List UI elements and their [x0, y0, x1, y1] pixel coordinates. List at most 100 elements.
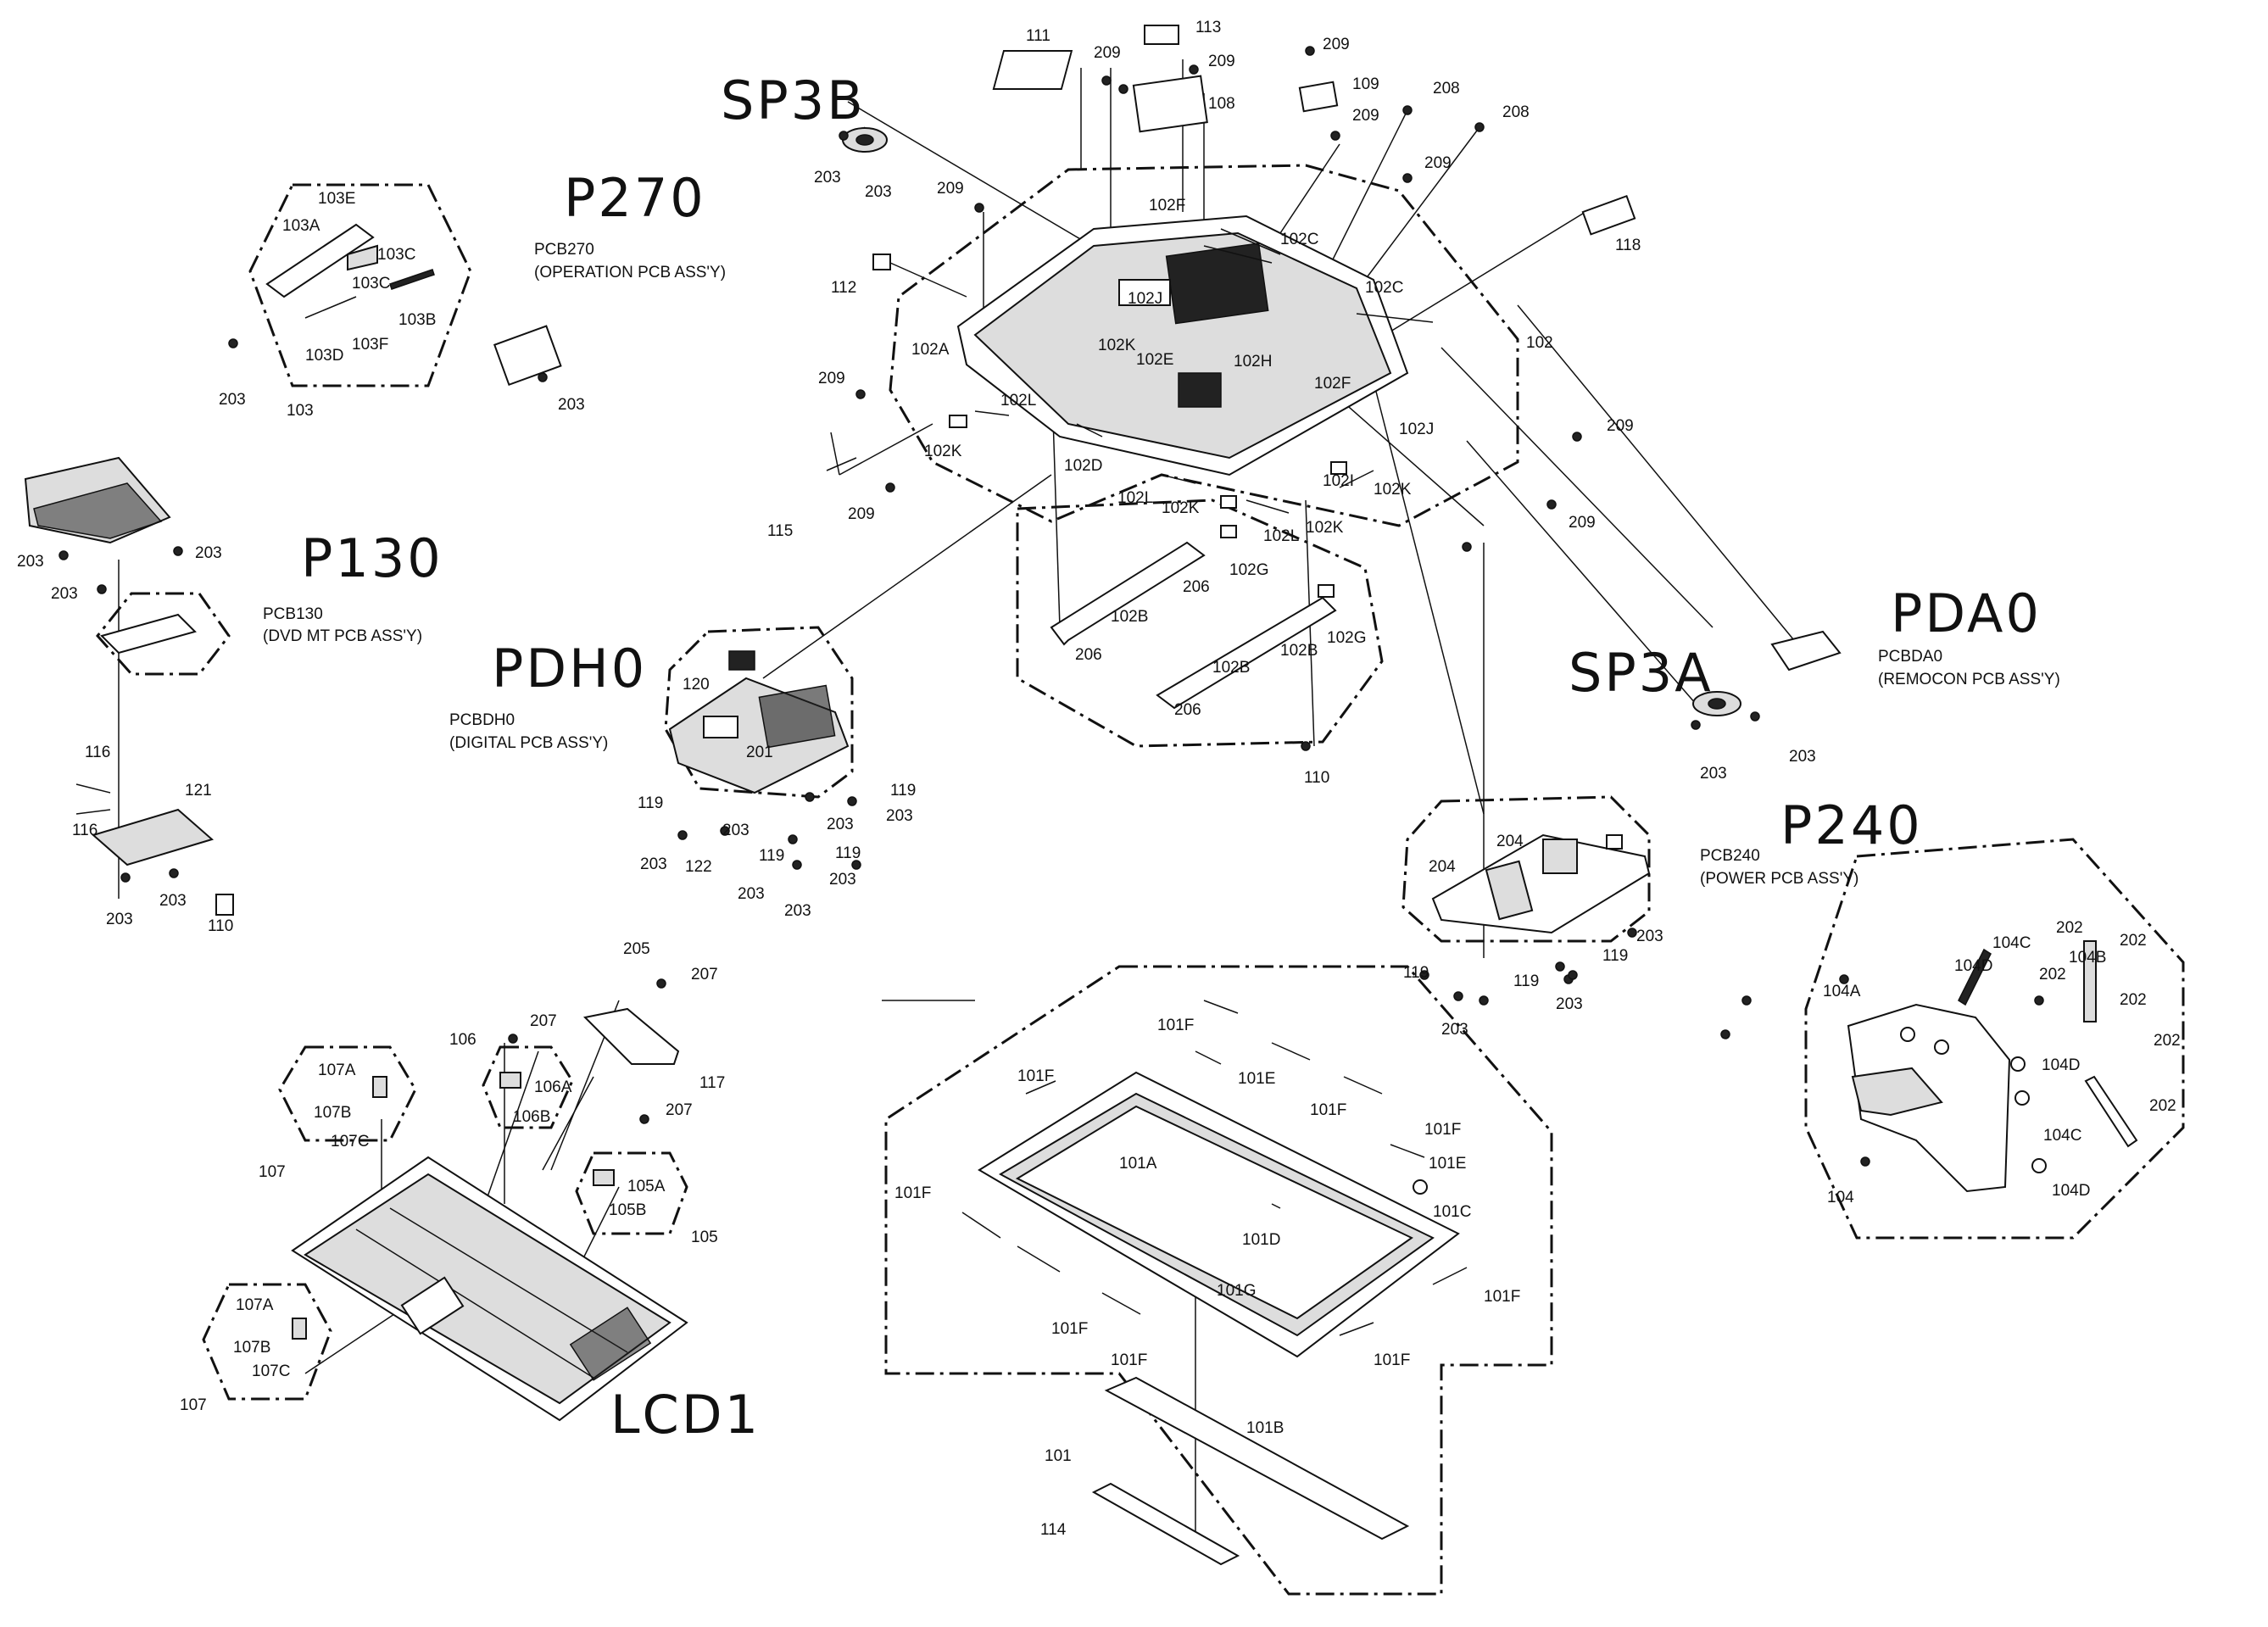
part-number: 203 — [829, 871, 856, 889]
part-number: 201 — [746, 744, 773, 761]
group-outline-digital-pcb — [664, 626, 854, 799]
part-number: 203 — [738, 885, 765, 903]
part-number: 102K — [924, 443, 962, 460]
part-number: 102 — [1526, 334, 1553, 352]
part-number: 208 — [1502, 103, 1530, 121]
part-number: 101D — [1242, 1231, 1280, 1249]
part-number: 202 — [2039, 966, 2066, 983]
part-number: 209 — [848, 505, 875, 523]
bracket-117 — [582, 1007, 680, 1065]
speaker-sp3a — [1692, 691, 1741, 716]
bracket-105 — [593, 1169, 615, 1186]
part-number: 203 — [219, 391, 246, 409]
pcb-name: (DVD MT PCB ASS'Y) — [263, 627, 422, 645]
part-number: 203 — [1700, 765, 1727, 783]
part-number: 113 — [1195, 19, 1221, 36]
pcb-code: PCB240 — [1700, 847, 1760, 865]
part-number: 209 — [1352, 107, 1379, 125]
part-number: 111 — [1026, 27, 1050, 45]
handwritten-label: PDH0 — [492, 638, 647, 699]
part-number: 102L — [1000, 392, 1036, 410]
handwritten-label: LCD1 — [610, 1384, 761, 1446]
part-number: 118 — [1615, 237, 1641, 254]
part-number: 102L — [1263, 527, 1299, 545]
part-number: 209 — [1424, 154, 1452, 172]
part-number: 209 — [937, 180, 964, 198]
group-outline-bezel-stand — [1804, 838, 2185, 1240]
back-cover-assembly — [826, 25, 1636, 514]
part-number: 203 — [886, 807, 913, 825]
part-number: 203 — [1789, 748, 1816, 766]
part-number: 103F — [352, 336, 388, 354]
part-number: 119 — [835, 844, 861, 862]
part-number: 203 — [784, 902, 811, 920]
part-number: 203 — [106, 911, 133, 928]
part-number: 209 — [1569, 514, 1596, 532]
part-number: 101E — [1238, 1070, 1275, 1088]
part-number: 203 — [159, 892, 187, 910]
pcb-name: (POWER PCB ASS'Y) — [1700, 870, 1858, 888]
part-number: 102B — [1280, 642, 1318, 660]
part-number: 119 — [638, 794, 663, 812]
part-number: 203 — [51, 585, 78, 603]
handwritten-label: PDA0 — [1891, 582, 2042, 644]
part-number: 107 — [259, 1163, 286, 1181]
part-number: 103C — [352, 275, 390, 293]
part-number: 103A — [282, 217, 320, 235]
part-number: 103C — [377, 246, 415, 264]
part-number: 209 — [1094, 44, 1121, 62]
pcb-code: PCB130 — [263, 605, 323, 623]
part-number: 101F — [1017, 1067, 1054, 1085]
part-number: 102K — [1162, 499, 1200, 517]
power-pcb-p240 — [1431, 833, 1651, 934]
pcb-code: PCBDH0 — [449, 711, 515, 729]
part-number: 101C — [1433, 1203, 1471, 1221]
part-number: 103D — [305, 347, 343, 365]
part-number: 116 — [85, 744, 110, 761]
part-number: 102F — [1314, 375, 1351, 393]
part-number: 117 — [699, 1074, 725, 1092]
part-number: 102J — [1399, 421, 1434, 438]
part-number: 206 — [1075, 646, 1102, 664]
group-outline-back-cover — [889, 164, 1519, 527]
part-number: 102E — [1136, 351, 1173, 369]
part-number: 101F — [894, 1184, 931, 1202]
group-outline-105 — [575, 1151, 688, 1235]
handwritten-label: SP3B — [721, 70, 866, 131]
group-outline-front-frame — [884, 965, 1553, 1596]
group-outline-power-pcb — [1401, 795, 1651, 943]
part-number: 120 — [683, 676, 710, 694]
part-number: 203 — [17, 553, 44, 571]
part-number: 102A — [911, 341, 950, 359]
labels: SP3B P270 P130 PDH0 PDA0 SP3A P240 LCD1 … — [17, 19, 2181, 1539]
group-outline-106 — [482, 1045, 574, 1129]
part-number: 107 — [180, 1396, 207, 1414]
part-number: 103E — [318, 190, 355, 208]
lcd-panel-lcd1 — [291, 1156, 688, 1422]
part-number: 121 — [185, 782, 212, 800]
part-number: 101F — [1111, 1351, 1147, 1369]
part-number: 209 — [1607, 417, 1634, 435]
part-number: 204 — [1429, 858, 1456, 876]
part-number: 203 — [1556, 995, 1583, 1013]
pcb-name: (REMOCON PCB ASS'Y) — [1878, 671, 2060, 688]
part-number: 203 — [865, 183, 892, 201]
group-outline-107-top — [278, 1045, 417, 1142]
part-number: 107C — [331, 1133, 369, 1151]
operation-pcb-p270 — [265, 223, 562, 387]
part-number: 105 — [691, 1229, 718, 1246]
part-number: 202 — [2120, 932, 2147, 950]
part-number: 104C — [2043, 1127, 2081, 1145]
part-number: 104A — [1823, 983, 1861, 1000]
part-number: 107A — [318, 1061, 356, 1079]
part-number: 203 — [814, 169, 841, 187]
stand-base-104 — [1847, 940, 2138, 1193]
part-number: 102C — [1365, 279, 1403, 297]
part-number: 104D — [2052, 1182, 2090, 1200]
part-number: 101B — [1246, 1419, 1284, 1437]
pcb-code: PCB270 — [534, 241, 594, 259]
part-number: 104D — [2042, 1056, 2080, 1074]
part-number: 109 — [1352, 75, 1379, 93]
part-number: 203 — [1636, 928, 1663, 945]
group-outline-stands — [1016, 499, 1384, 748]
